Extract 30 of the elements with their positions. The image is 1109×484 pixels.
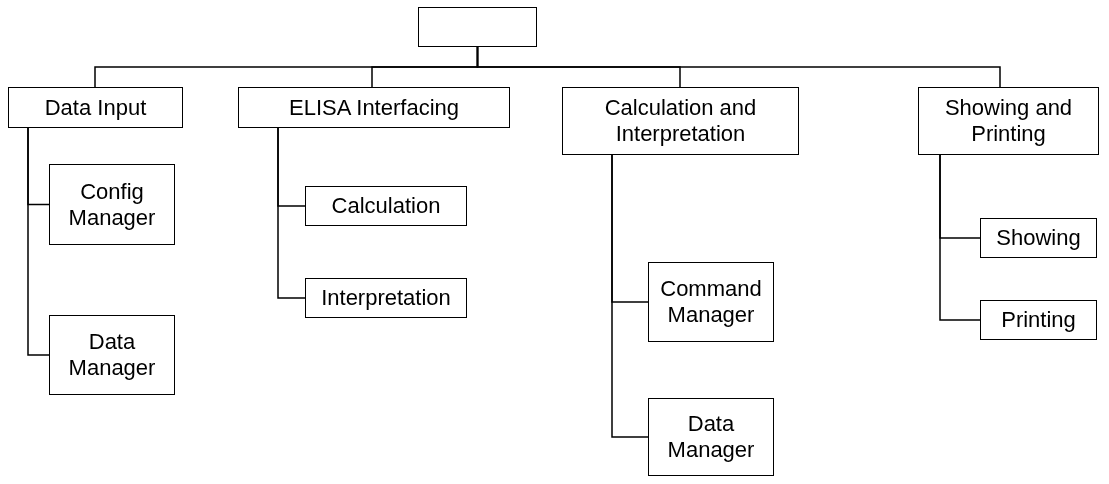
module-box [918, 87, 1099, 155]
module-label: Printing [1001, 307, 1076, 333]
module-box [562, 87, 799, 155]
connector-line [611, 154, 649, 438]
module-box [49, 164, 175, 245]
root-box [418, 7, 537, 47]
module-box [980, 218, 1097, 258]
module-label: Showing and Printing [943, 95, 1074, 147]
module-box [648, 398, 774, 476]
connector-line [939, 154, 981, 321]
connector-line [277, 127, 306, 299]
module-label: Data Manager [666, 411, 756, 463]
module-label: Config Manager [67, 178, 157, 231]
module-box [305, 278, 467, 318]
module-box [8, 87, 183, 128]
module-label: Data Manager [67, 329, 157, 381]
module-box [980, 300, 1097, 340]
connector-line [476, 46, 1001, 88]
module-label: Interpretation [321, 285, 451, 311]
module-label: Command Manager [659, 276, 763, 328]
module-box [648, 262, 774, 342]
module-label: Calculation and Interpretation [603, 95, 758, 147]
module-label: Data Input [44, 94, 147, 121]
connector-line [27, 127, 50, 356]
module-label: Calculation [331, 193, 441, 219]
module-box [305, 186, 467, 226]
module-label: ELISA Interfacing [289, 94, 459, 121]
module-box [238, 87, 510, 128]
module-box [49, 315, 175, 395]
module-label: Showing [996, 225, 1081, 251]
